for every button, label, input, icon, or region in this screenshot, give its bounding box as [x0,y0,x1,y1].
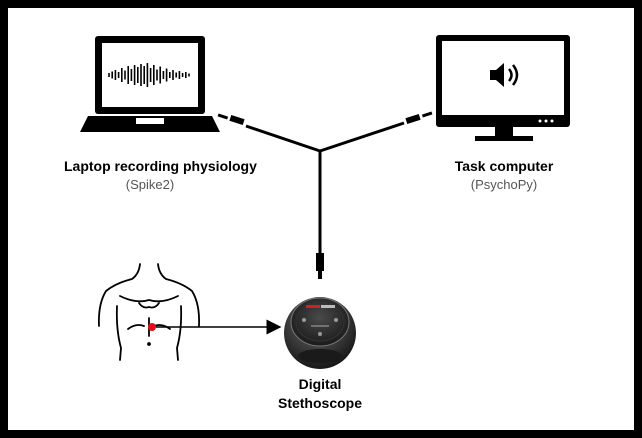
laptop-waveform-icon [80,36,220,132]
cable-network [245,121,405,253]
cable-connector-monitor [405,111,433,125]
torso-icon [97,263,201,361]
stethoscope-title-line2: Stethoscope [277,395,362,411]
auscultation-marker [148,323,156,331]
stethoscope-device-icon [284,297,356,369]
task-computer-software: (PsychoPy) [470,177,538,192]
laptop-title: Laptop recording physiology [64,158,257,174]
laptop-software: (Spike2) [125,177,175,192]
speaker-icon [490,63,519,87]
cable-connector-laptop [217,113,245,126]
task-computer-title: Task computer [454,158,554,174]
monitor-speaker-icon [436,35,570,141]
stethoscope-title-line1: Digital [298,376,342,392]
diagram-frame: Laptop recording physiology (Spike2) Tas… [8,8,634,430]
diagram-canvas [80,35,570,369]
cable-connector-stethoscope [316,253,324,279]
